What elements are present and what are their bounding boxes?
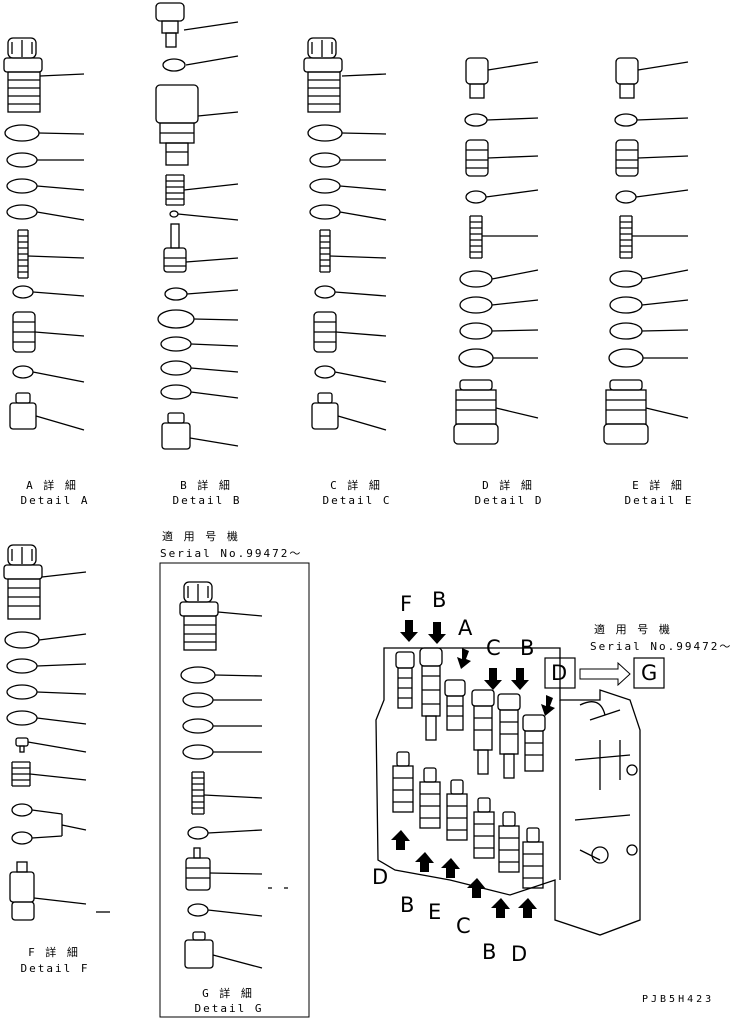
valve-body [155,84,199,166]
caption-detail-b-jp: B 詳 細 [180,479,232,492]
caption-detail-d-jp: D 詳 細 [482,479,534,492]
sleeve [9,392,37,430]
box-label-g: G [641,661,658,685]
caption-detail-e: Detail E [624,494,694,507]
serial-note-g-jp: 適 用 号 機 [162,530,240,543]
serial-note-g: Serial No.99472～ [160,547,303,560]
leader-lines [27,73,85,431]
o-ring [157,309,195,329]
arrow-label-b: B [482,940,497,964]
seal-ring [164,287,188,301]
o-ring [6,178,38,194]
caption-detail-a-jp: A 詳 細 [26,479,78,492]
detail-a-parts [3,37,85,431]
caption-detail-g: Detail G [194,1002,264,1015]
caption-detail-e-jp: E 詳 細 [632,479,684,492]
plug-bolt [3,37,43,113]
o-ring [160,360,192,376]
caption-detail-c: Detail C [322,494,392,507]
arrow-label-f: F [400,592,413,616]
sleeve [161,412,191,450]
caption-detail-f-jp: F 詳 細 [28,946,80,959]
leader-lines [177,21,239,447]
detail-f-parts [3,544,110,921]
detail-g-parts [179,581,288,969]
caption-detail-f: Detail F [20,962,90,975]
serial-note-right-jp: 適 用 号 機 [594,623,672,636]
spring [17,229,29,279]
backup-ring [6,152,38,168]
caption-detail-g-jp: G 詳 細 [202,987,254,1000]
poppet [12,311,36,353]
spring [165,174,185,206]
pointer-arrows [391,620,555,918]
arrow-label-e: E [428,900,442,924]
backup-ring [160,384,192,400]
seal-ring [12,365,34,379]
piston [163,223,187,273]
fitting [155,2,185,48]
caption-detail-b: Detail B [172,494,242,507]
detail-g-frame [159,562,310,1018]
o-ring [4,124,40,142]
arrow-label-c: C [486,636,501,660]
arrow-label-b: B [400,893,415,917]
caption-detail-c-jp: C 詳 細 [330,479,382,492]
backup-ring [160,336,192,352]
detail-c-parts [303,37,387,431]
small-ball [169,210,179,218]
box-d [544,657,576,689]
plug-bolt [303,37,343,113]
detail-e-parts [603,57,689,445]
arrow-label-a: A [458,616,473,640]
arrow-label-d: D [511,942,528,966]
caption-detail-a: Detail A [20,494,90,507]
arrow-label-b: B [520,636,535,660]
box-g [633,657,665,689]
backup-ring [6,204,38,220]
arrow-label-c: C [456,914,471,938]
o-ring [162,58,186,72]
outline-arrow [579,661,631,687]
valve-assembly [375,647,641,936]
seal-ring [12,285,34,299]
detail-b-parts [155,2,239,450]
detail-d-parts [453,57,539,445]
drawing-code: PJB5H423 [642,994,715,1005]
box-label-d: D [551,661,568,685]
arrow-label-b: B [432,588,447,612]
serial-note-right: Serial No.99472～ [590,640,733,653]
arrow-label-d: D [372,865,389,889]
caption-detail-d: Detail D [474,494,544,507]
